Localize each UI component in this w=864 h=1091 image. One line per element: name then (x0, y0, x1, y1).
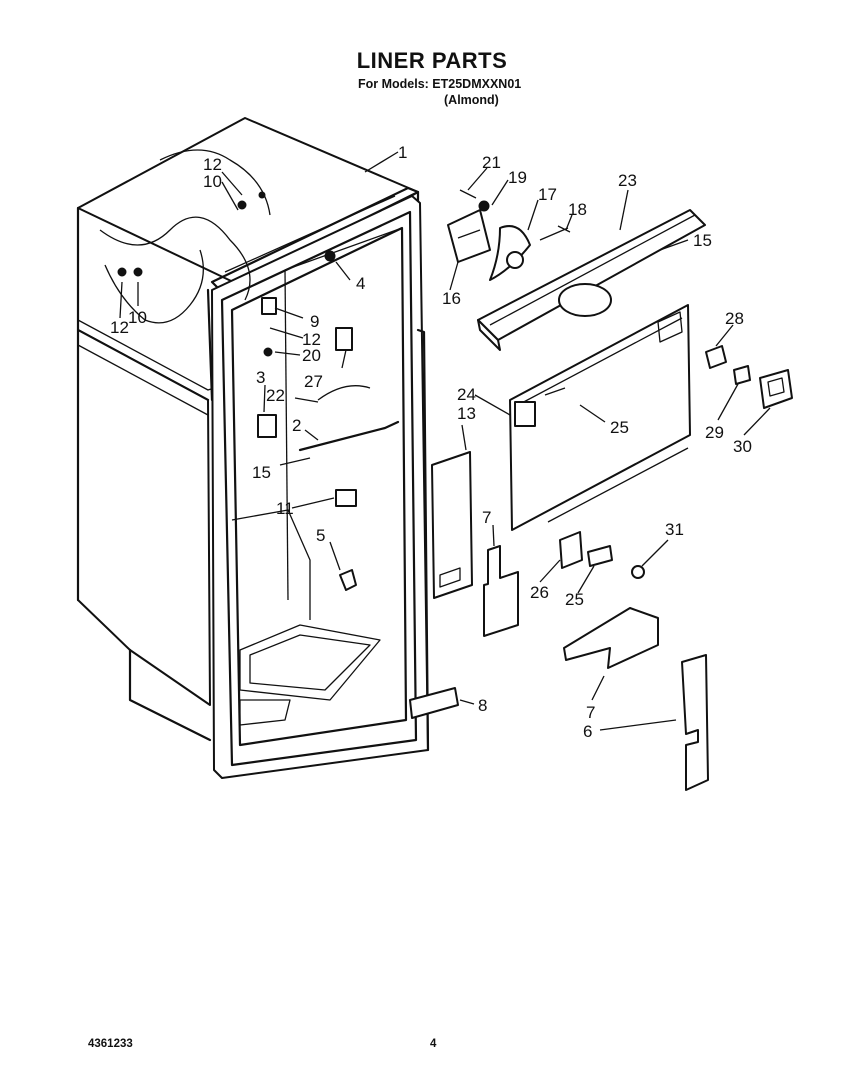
callout-23: 23 (618, 171, 637, 190)
callout-26: 26 (530, 583, 549, 602)
callout-12b: 12 (110, 318, 129, 337)
part-9-clip (261, 297, 277, 315)
part-7-insulation-b (563, 607, 659, 669)
callout-2: 2 (292, 416, 301, 435)
callout-13: 13 (457, 404, 476, 423)
part-28-thermostat (705, 345, 727, 369)
callout-5: 5 (316, 526, 325, 545)
callout-22: 22 (266, 386, 285, 405)
callout-25b: 25 (565, 590, 584, 609)
callout-31: 31 (665, 520, 684, 539)
callout-29: 29 (705, 423, 724, 442)
callout-28: 28 (725, 309, 744, 328)
part-6-insulation (681, 654, 709, 791)
callout-12a: 12 (203, 155, 222, 174)
part-2-thermostat (298, 420, 400, 452)
callout-7b: 7 (586, 703, 595, 722)
callout-9: 9 (310, 312, 319, 331)
callout-8: 8 (478, 696, 487, 715)
callout-1: 1 (398, 143, 407, 162)
callout-15b: 15 (693, 231, 712, 250)
part-5-clip (339, 569, 357, 591)
callout-21: 21 (482, 153, 501, 172)
callout-11: 11 (276, 499, 294, 518)
callout-25a: 25 (610, 418, 629, 437)
part-29-shaft (733, 365, 751, 385)
callout-24: 24 (457, 385, 476, 404)
part-4-fastener (324, 250, 336, 262)
part-23-evaporator-cover (477, 209, 706, 351)
color-variant: (Almond) (444, 93, 499, 107)
part-31-plug (631, 565, 645, 579)
callout-20: 20 (302, 346, 321, 365)
part-3-bracket (257, 414, 277, 438)
control-knob-parts (705, 345, 793, 409)
callout-19: 19 (508, 168, 527, 187)
callout-18: 18 (568, 200, 587, 219)
cabinet-liner (76, 117, 430, 779)
callout-10b: 10 (128, 308, 147, 327)
callout-12c: 12 (302, 330, 321, 349)
page-number: 4 (430, 1038, 437, 1050)
panels-lower (409, 451, 709, 791)
callout-3: 3 (256, 368, 265, 387)
part-13-panel (431, 451, 473, 599)
fan-assembly (447, 189, 571, 281)
part-30-knob (759, 369, 793, 409)
callout-4: 4 (356, 274, 365, 293)
callout-15a: 15 (252, 463, 271, 482)
part-20-screw (263, 347, 273, 357)
callout-labels: 1 2 3 4 5 6 7 7 8 9 10 10 11 12 12 12 13… (110, 143, 752, 741)
callout-10a: 10 (203, 172, 222, 191)
callout-6: 6 (583, 722, 592, 741)
callout-30: 30 (733, 437, 752, 456)
page-title: LINER PARTS (356, 48, 508, 73)
part-11-clip (335, 489, 357, 507)
document-number: 4361233 (88, 1038, 133, 1050)
part-8-strip (409, 687, 459, 719)
part-24-control-panel (509, 304, 691, 531)
callout-27: 27 (304, 372, 323, 391)
callout-7a: 7 (482, 508, 491, 527)
interior-parts (257, 250, 400, 591)
leader-lines (119, 151, 771, 731)
model-number: For Models: ET25DMXXN01 (358, 77, 522, 91)
callout-16: 16 (442, 289, 461, 308)
part-25-screw-lower (587, 545, 613, 567)
part-27-light-socket (335, 327, 353, 351)
part-7-insulation-a (483, 545, 519, 637)
part-22-harness (317, 385, 371, 401)
callout-17: 17 (538, 185, 557, 204)
part-26-bracket (559, 531, 583, 569)
